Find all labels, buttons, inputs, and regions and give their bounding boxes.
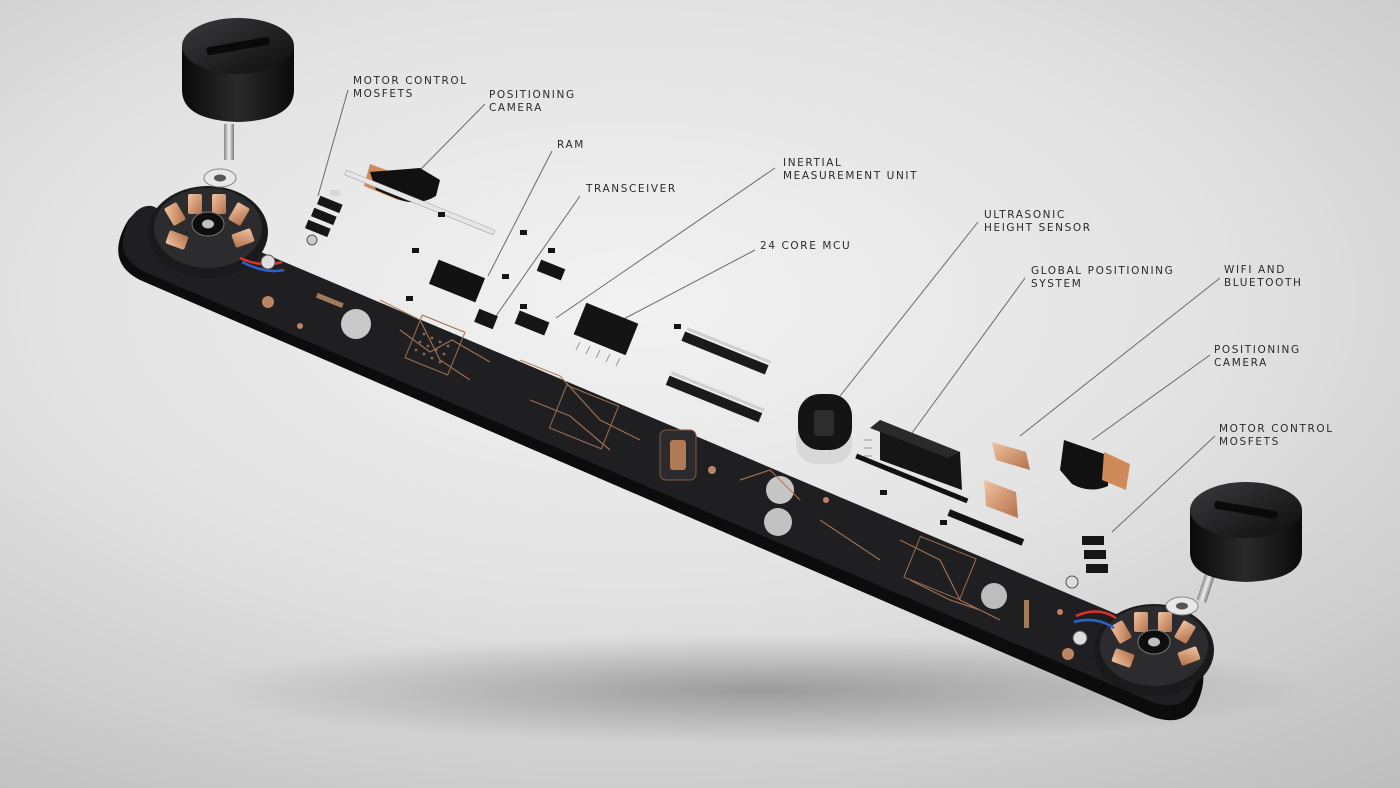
ultrasonic-sensor-part <box>796 394 852 464</box>
mount-hole <box>766 476 794 504</box>
callout-positioning-camera-right: POSITIONING CAMERA <box>1214 344 1301 369</box>
callout-wifi-bluetooth: WIFI AND BLUETOOTH <box>1224 264 1303 289</box>
bga-grid <box>414 332 450 364</box>
leader-line <box>487 150 553 277</box>
board-footprints <box>404 314 977 601</box>
callout-mcu: 24 CORE MCU <box>760 240 852 252</box>
transceiver-chip <box>474 308 498 330</box>
mount-hole <box>981 583 1007 609</box>
leader-line <box>1091 354 1211 441</box>
callout-transceiver: TRANSCEIVER <box>586 183 677 195</box>
ribbon-strip <box>344 169 496 236</box>
leader-line <box>495 195 581 317</box>
callout-positioning-camera-left: POSITIONING CAMERA <box>489 89 576 114</box>
copper-pads <box>262 296 1074 660</box>
callout-ultrasonic-height-sensor: ULTRASONIC HEIGHT SENSOR <box>984 209 1092 234</box>
leader-lines <box>317 89 1221 533</box>
positioning-camera-right-part <box>1060 440 1130 490</box>
imu-chip <box>514 310 550 336</box>
left-motor-shaft <box>203 124 237 188</box>
right-wheel-cap <box>1190 482 1302 582</box>
callout-global-positioning-system: GLOBAL POSITIONING SYSTEM <box>1031 265 1175 290</box>
circuit-board <box>118 205 1204 721</box>
left-wheel-cap <box>182 18 294 122</box>
leader-line <box>911 277 1026 434</box>
right-motor <box>1065 575 1214 696</box>
leader-line <box>555 167 776 319</box>
leader-line <box>617 249 756 323</box>
mcu-chip <box>573 302 639 367</box>
copper-traces <box>379 299 1001 621</box>
connector-bars <box>665 327 1025 546</box>
ram-chip <box>428 259 486 303</box>
callout-motor-control-mosfets-left: MOTOR CONTROL MOSFETS <box>353 75 468 100</box>
mount-hole <box>764 508 792 536</box>
callout-ram: RAM <box>557 139 585 151</box>
board-connector-strip <box>1024 600 1029 628</box>
small-components <box>406 212 947 525</box>
wifi-bluetooth-parts <box>984 442 1030 518</box>
leader-line <box>1111 435 1216 533</box>
board-connector-strip <box>315 292 344 309</box>
mosfet-stack-left <box>305 190 343 246</box>
leader-line <box>419 103 486 171</box>
gps-module-part <box>864 420 962 490</box>
mount-hole <box>341 309 371 339</box>
left-motor <box>148 186 285 278</box>
leader-line <box>317 89 349 197</box>
callout-motor-control-mosfets-right: MOTOR CONTROL MOSFETS <box>1219 423 1334 448</box>
mosfet-stack-right <box>1082 536 1108 573</box>
leader-line <box>1019 277 1221 437</box>
callout-inertial-measurement-unit: INERTIAL MEASUREMENT UNIT <box>783 157 919 182</box>
leader-line <box>839 221 979 397</box>
